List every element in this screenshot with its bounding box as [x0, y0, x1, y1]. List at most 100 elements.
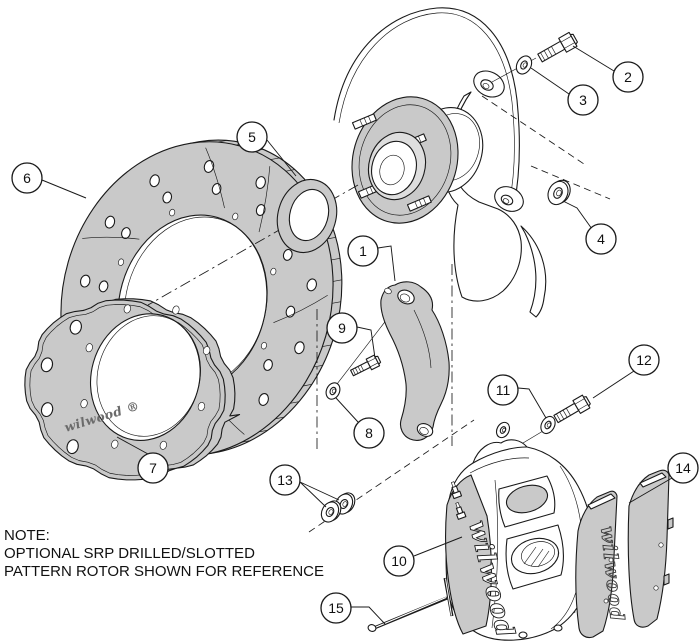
- callout-7: 7: [116, 436, 169, 484]
- hat-bolt-hole: [203, 346, 211, 356]
- caliper-ear-hole-bore: [502, 427, 506, 433]
- callout-number: 13: [277, 472, 293, 488]
- callout-number: 12: [636, 352, 652, 368]
- bracket-contour: [413, 309, 432, 369]
- hat-center-hole-edge: [96, 315, 201, 437]
- bolt-12-head-facet: [574, 398, 585, 405]
- callout-15: 15: [320, 592, 386, 625]
- leader-line: [592, 370, 635, 399]
- callout-circle: [628, 344, 660, 376]
- bleed-screw-nipple: [455, 502, 461, 509]
- bolt-12-thread: [556, 413, 561, 422]
- rotor-flange-hole: [270, 267, 277, 276]
- caliper-upper-piston: [505, 484, 549, 514]
- bleed-screws: [451, 481, 467, 520]
- bolt-12-thread: [562, 409, 568, 418]
- pin-shaft-highlight: [374, 596, 447, 629]
- bracket-bottom-bore: [419, 427, 429, 435]
- callout-10: 10: [383, 536, 463, 577]
- bolt-12-head: [572, 394, 591, 414]
- leader-line: [299, 481, 327, 508]
- rotor-drill-hole: [294, 341, 305, 355]
- rotor-slot: [273, 295, 328, 323]
- rotor-vane: [322, 344, 332, 347]
- pad-outer-hole: [658, 542, 664, 548]
- callout-circle: [326, 312, 358, 344]
- pad-outer-tab: [663, 573, 670, 586]
- bolt-2-thread: [547, 48, 553, 57]
- rotor-drill-hole: [121, 227, 131, 240]
- hat-bolt-hole: [111, 439, 119, 449]
- callout-4: 4: [562, 200, 617, 255]
- pad-outer: [627, 469, 670, 628]
- callout-circle: [137, 452, 169, 484]
- pad-retainer-hardware: [518, 631, 528, 639]
- callout-number: 15: [328, 600, 344, 616]
- bolt-2-head-facet: [560, 35, 572, 43]
- note-block: NOTE: OPTIONAL SRP DRILLED/SLOTTED PATTE…: [4, 527, 324, 580]
- callout-circle: [11, 162, 43, 194]
- hat-bolt-hole: [123, 304, 131, 314]
- callout-number: 8: [365, 425, 373, 441]
- leader-line: [351, 606, 386, 625]
- leader-line: [413, 536, 463, 557]
- wheel-stud: [351, 113, 377, 130]
- dust-shield-outer-edge: [333, 7, 520, 207]
- knuckle-top-ear-bore: [482, 83, 490, 89]
- hub-assembly: [351, 96, 484, 224]
- callout-circle: [667, 452, 699, 484]
- hat-bolt-hole: [172, 305, 180, 315]
- bolt-9-head-facet: [369, 362, 379, 368]
- stud-thread: [368, 115, 372, 123]
- rotor-slot: [205, 147, 225, 209]
- callout-number: 3: [579, 92, 587, 108]
- steering-knuckle: [443, 70, 524, 302]
- stud-thread: [414, 201, 418, 209]
- rotor-flange-hole: [169, 208, 176, 217]
- callout-circle: [347, 235, 379, 267]
- caliper-bracket: [380, 281, 450, 441]
- hat-lug-hole: [69, 319, 82, 335]
- washer-13b-bore: [328, 509, 334, 515]
- callout-6: 6: [11, 162, 87, 199]
- leader-line: [41, 179, 87, 199]
- bolt-2-head-facet: [564, 42, 575, 49]
- rotor-drill-hole: [104, 215, 116, 229]
- rotor-flange-hole: [117, 258, 124, 266]
- callout-number: 7: [149, 460, 157, 476]
- callout-14: 14: [628, 452, 699, 504]
- bolt-9-head-cap: [374, 355, 382, 365]
- hat-bolt-hole: [85, 343, 93, 353]
- callout-11: 11: [487, 374, 547, 419]
- bore-hatch: [523, 546, 537, 565]
- pad-outer-tab: [667, 517, 674, 530]
- dust-shield-lower-lip: [520, 225, 547, 318]
- leader-line: [628, 477, 673, 504]
- rotor-drill-hole: [98, 280, 109, 293]
- hat-lug-hole: [66, 439, 79, 455]
- bracket-small-hole: [384, 287, 392, 295]
- rotor-flange-hole: [232, 212, 239, 221]
- pin-crossbar-highlight: [445, 578, 452, 616]
- hat-bolt-hole: [197, 402, 206, 411]
- callout-number: 10: [391, 553, 407, 569]
- rotor-flange-hole: [260, 341, 267, 350]
- rotor-vane: [331, 257, 341, 261]
- retaining-pin: [367, 577, 454, 632]
- callout-circle: [612, 61, 644, 93]
- hub-flange-rim: [358, 104, 452, 216]
- stud-thread: [369, 186, 374, 194]
- bracket-top-bore: [399, 293, 411, 303]
- pad-inner-hole: [603, 598, 609, 604]
- washer-8-bore: [331, 388, 336, 394]
- fasteners: [320, 31, 591, 523]
- callout-circle: [320, 592, 352, 624]
- bolt-9-thread: [360, 364, 364, 371]
- bolt-2-thread: [551, 46, 557, 55]
- brake-pads: wilwood: [575, 469, 674, 639]
- pad-outer-hole: [653, 585, 659, 591]
- callout-circle: [236, 121, 268, 153]
- callout-number: 5: [248, 129, 256, 145]
- washer-axis: [530, 165, 611, 200]
